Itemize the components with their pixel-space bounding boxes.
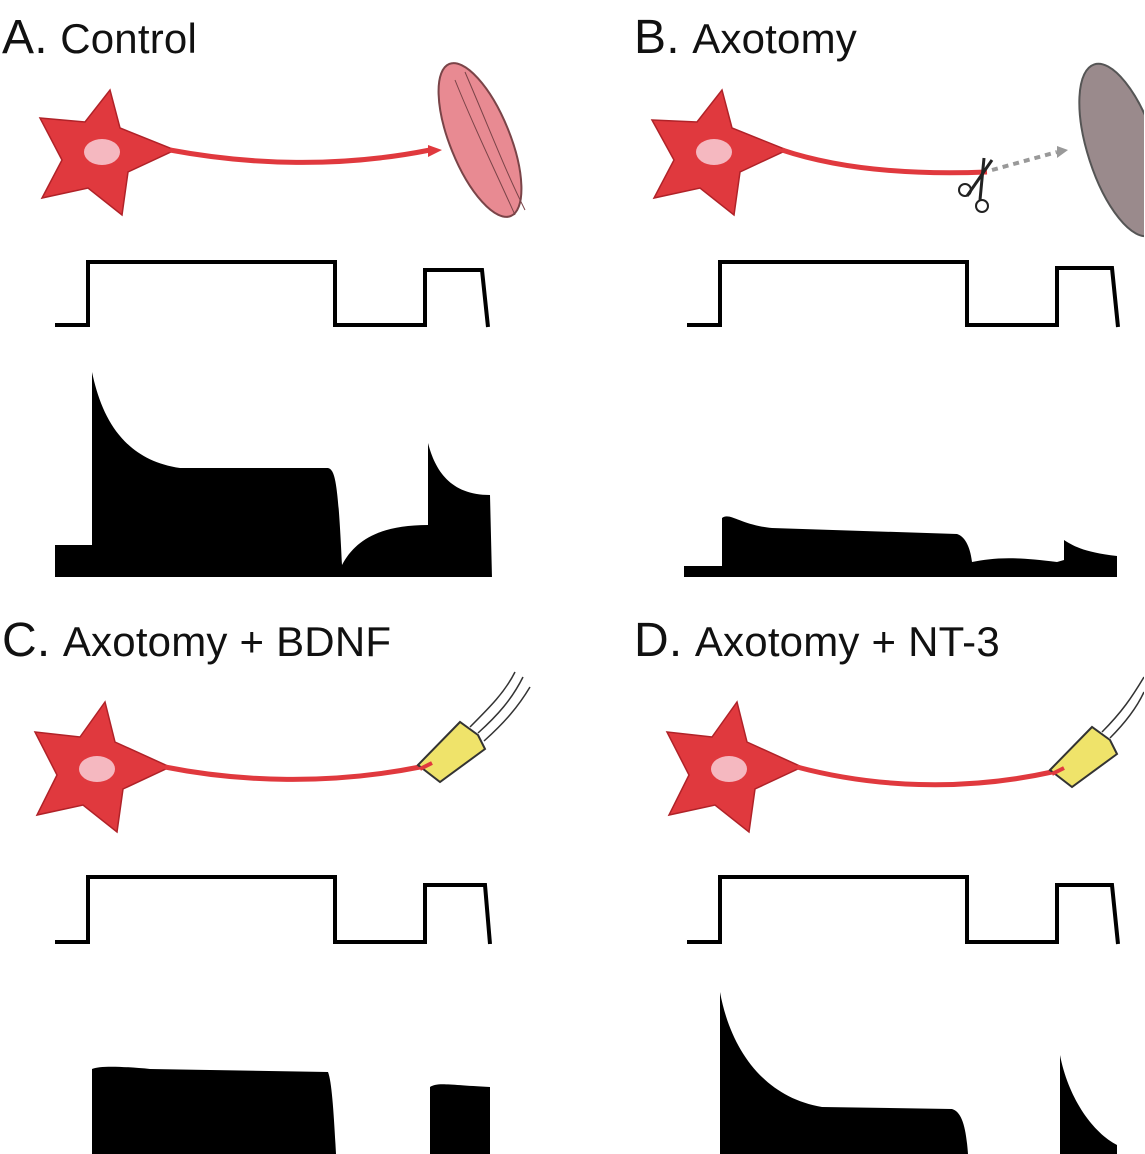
neuron-icon bbox=[667, 702, 1052, 832]
panel-d-axotomy-nt3: D. Axotomy + NT-3 bbox=[572, 577, 1144, 1154]
scissors-icon bbox=[959, 158, 992, 212]
current-response-trace bbox=[92, 1067, 490, 1154]
stimulus-protocol-trace bbox=[55, 262, 488, 327]
panel-c-illustration bbox=[0, 577, 572, 1154]
panel-d-illustration bbox=[572, 577, 1144, 1154]
current-response-trace bbox=[720, 992, 1117, 1154]
neuron-icon bbox=[652, 90, 1068, 215]
muscle-icon bbox=[1062, 54, 1144, 246]
pipette-icon bbox=[418, 672, 530, 782]
panel-a-illustration bbox=[0, 0, 572, 577]
current-response-trace bbox=[55, 372, 492, 577]
panel-c-axotomy-bdnf: C. Axotomy + BDNF bbox=[0, 577, 572, 1154]
muscle-icon bbox=[421, 53, 538, 228]
panel-b-illustration bbox=[572, 0, 1144, 577]
neuron-icon bbox=[40, 90, 442, 215]
pipette-icon bbox=[1050, 677, 1144, 787]
stimulus-protocol-trace bbox=[55, 877, 490, 944]
stimulus-protocol-trace bbox=[687, 262, 1118, 327]
stimulus-protocol-trace bbox=[687, 877, 1118, 944]
panel-b-axotomy: B. Axotomy bbox=[572, 0, 1144, 577]
neuron-icon bbox=[35, 702, 420, 832]
current-response-trace bbox=[684, 516, 1117, 577]
panel-a-control: A. Control bbox=[0, 0, 572, 577]
